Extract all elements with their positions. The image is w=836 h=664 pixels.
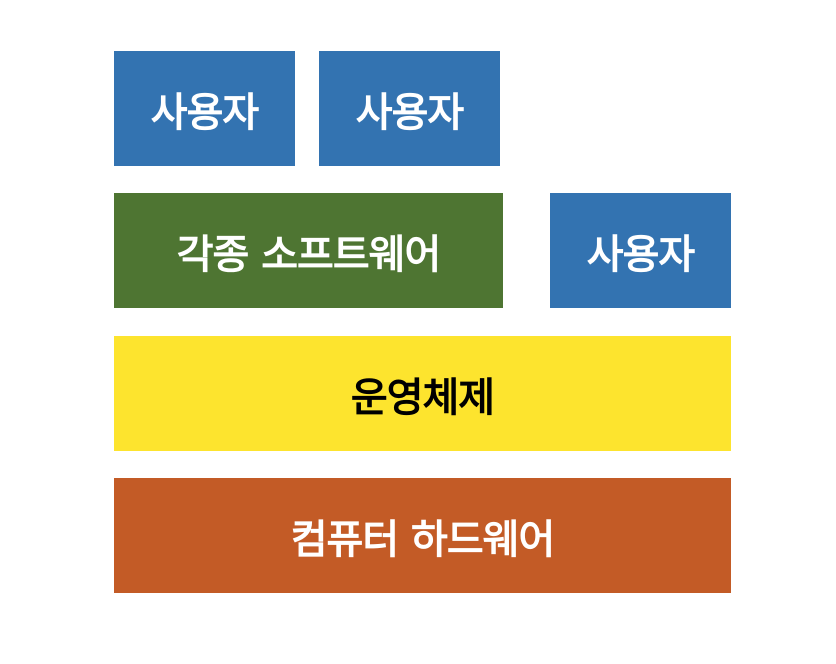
user-label: 사용자 [355,89,464,136]
user-block-3: 사용자 [550,193,731,308]
user-label: 사용자 [150,89,259,136]
os-label: 운영체제 [350,374,495,421]
software-label: 각종 소프트웨어 [176,231,442,278]
user-block-1: 사용자 [114,51,295,166]
user-label: 사용자 [586,231,695,278]
hardware-block: 컴퓨터 하드웨어 [114,478,731,593]
user-block-2: 사용자 [319,51,500,166]
software-block: 각종 소프트웨어 [114,193,503,308]
os-block: 운영체제 [114,336,731,451]
hardware-label: 컴퓨터 하드웨어 [290,516,556,563]
